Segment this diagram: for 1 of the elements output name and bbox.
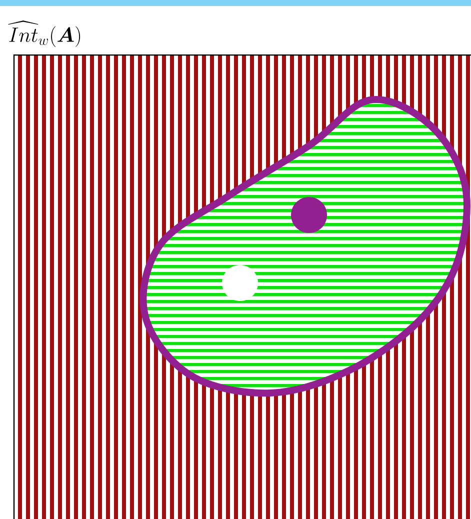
title: $\widehat{Int}_{w}(\boldsymbol{A})$ — [8, 20, 80, 47]
